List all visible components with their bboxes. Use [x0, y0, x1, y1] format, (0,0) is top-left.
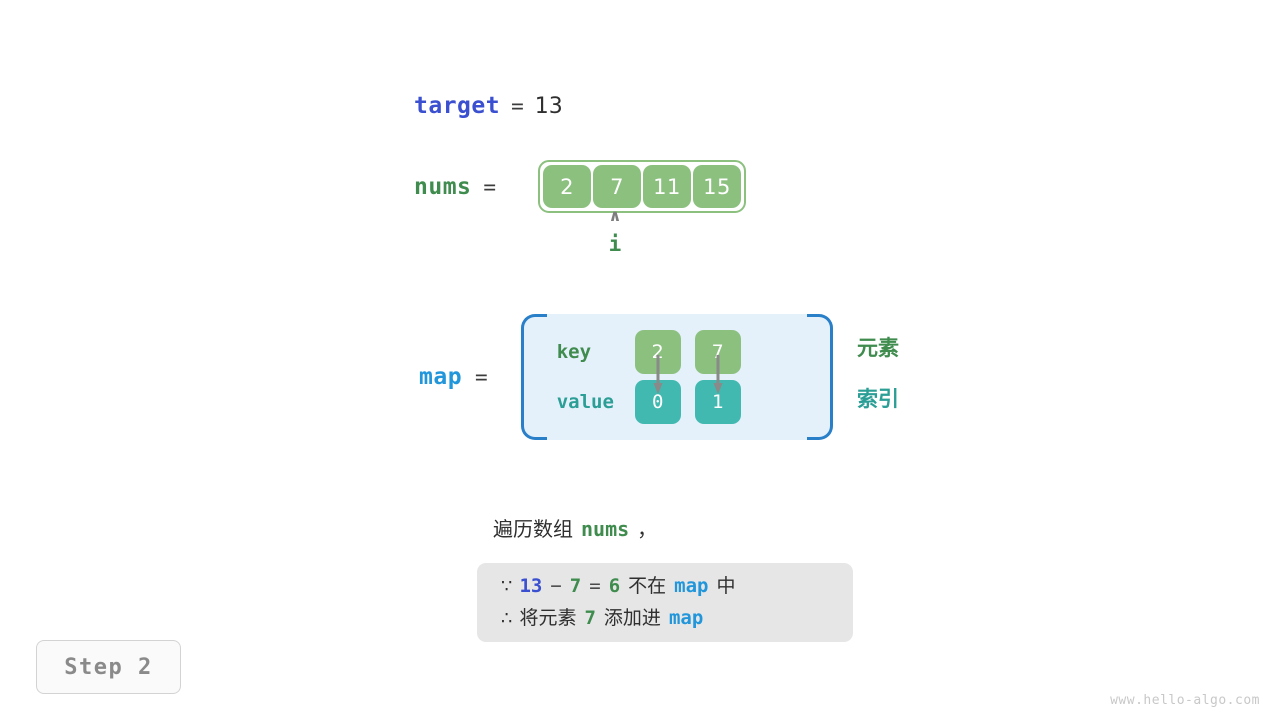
nums-row: nums = 2 7 11 15 [414, 160, 747, 213]
target-row: target = 13 [414, 93, 563, 119]
reason-text-in: 中 [716, 575, 736, 597]
reasoning-line-2: ∴ 将元素 7 添加进 map [501, 604, 829, 633]
pointer-label-i: i [608, 232, 622, 256]
caption-code-nums: nums [581, 517, 630, 541]
reason-text-not-in: 不在 [628, 575, 667, 597]
map-row-labels: key value [521, 340, 635, 413]
nums-equals-sign: = [483, 174, 497, 199]
key-to-value-arrow-icon [713, 355, 723, 394]
target-variable-name: target [414, 93, 501, 119]
reason-operand-b: 7 [569, 575, 582, 597]
array-cell: 15 [693, 165, 742, 208]
reason-minus-sign: − [550, 575, 562, 597]
map-inner: key value 2 0 7 1 [521, 314, 833, 440]
nums-array-container: 2 7 11 15 [538, 160, 747, 213]
step-badge: Step 2 [36, 640, 181, 694]
nums-variable-name: nums [414, 173, 472, 200]
caption-prefix: 遍历数组 [493, 517, 573, 541]
reasoning-line-1: ∵ 13−7 = 6 不在 map 中 [501, 572, 829, 601]
reason-code-map: map [668, 607, 704, 629]
index-pointer-group: ∧ i [592, 206, 638, 256]
caption-suffix: ， [637, 517, 658, 541]
target-equals-sign: = [511, 94, 524, 118]
watermark: www.hello-algo.com [1110, 693, 1260, 708]
map-variable-name: map [419, 364, 463, 390]
map-value-label: value [556, 390, 614, 413]
map-row: map = key value 2 0 [419, 314, 833, 440]
reason-added-number: 7 [584, 607, 596, 629]
map-entry-columns: 2 0 7 1 [634, 330, 741, 424]
array-cell: 7 [593, 165, 642, 208]
reason-result: 6 [608, 575, 621, 597]
annotation-element: 元素 [857, 336, 899, 360]
step-badge-label: Step 2 [64, 654, 153, 680]
reason-operand-a: 13 [519, 575, 543, 597]
reason-text-add-element: 将元素 [519, 607, 577, 629]
key-to-value-arrow-icon [653, 355, 663, 394]
array-cell: 11 [643, 165, 692, 208]
because-symbol: ∵ [501, 576, 513, 597]
reason-equals-sign: = [589, 575, 601, 597]
caret-up-icon: ∧ [608, 206, 622, 225]
map-equals-sign: = [475, 365, 488, 389]
array-cell: 2 [543, 165, 592, 208]
therefore-symbol: ∴ [501, 608, 513, 629]
reason-text-insert-into: 添加进 [603, 607, 661, 629]
map-key-label: key [556, 340, 592, 363]
annotation-index: 索引 [857, 387, 899, 411]
map-side-annotations: 元素 索引 [857, 336, 899, 411]
map-entry-column: 2 0 [634, 330, 681, 424]
map-container: key value 2 0 7 1 [520, 314, 833, 440]
map-entry-column: 7 1 [694, 330, 741, 424]
caption-text: 遍历数组 nums ， [493, 513, 657, 542]
target-value: 13 [534, 94, 563, 119]
reason-code-map: map [674, 575, 709, 597]
